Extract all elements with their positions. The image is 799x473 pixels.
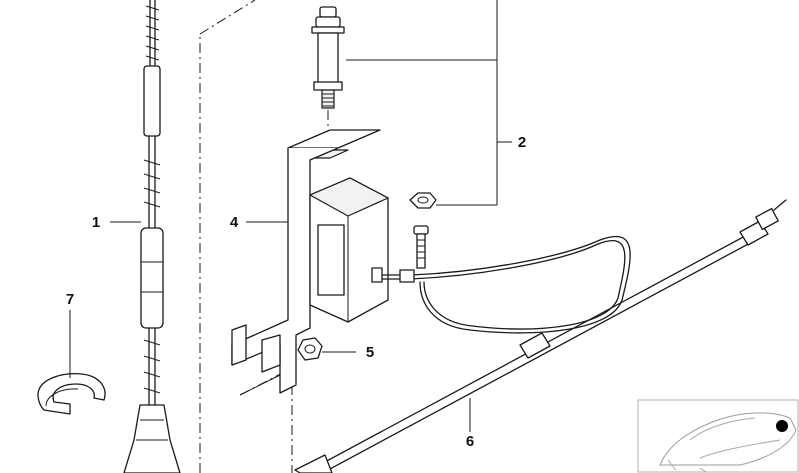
antenna-amplifier[interactable] [309,177,389,323]
leader-lines [69,0,512,432]
callout-1: 1 [92,214,100,231]
callout-6: 6 [466,433,474,450]
spring-clip[interactable] [37,373,106,415]
antenna-cable[interactable] [294,199,787,473]
bracket-nut[interactable] [297,337,323,361]
antenna-base-stud[interactable] [311,6,345,150]
callout-4: 4 [230,214,239,231]
callout-2: 2 [518,134,526,151]
antenna-bracket[interactable] [231,129,381,396]
callout-7: 7 [66,291,74,308]
car-location-icon [659,412,797,473]
hex-nut[interactable] [409,192,437,209]
part-location-marker [776,420,788,432]
callout-5: 5 [366,344,374,361]
mounting-screw[interactable] [413,225,429,269]
car-location-thumbnail[interactable] [637,399,799,473]
antenna-rod[interactable] [123,0,181,473]
amplifier-cable[interactable] [381,235,631,334]
assembly-boundary [199,0,293,473]
